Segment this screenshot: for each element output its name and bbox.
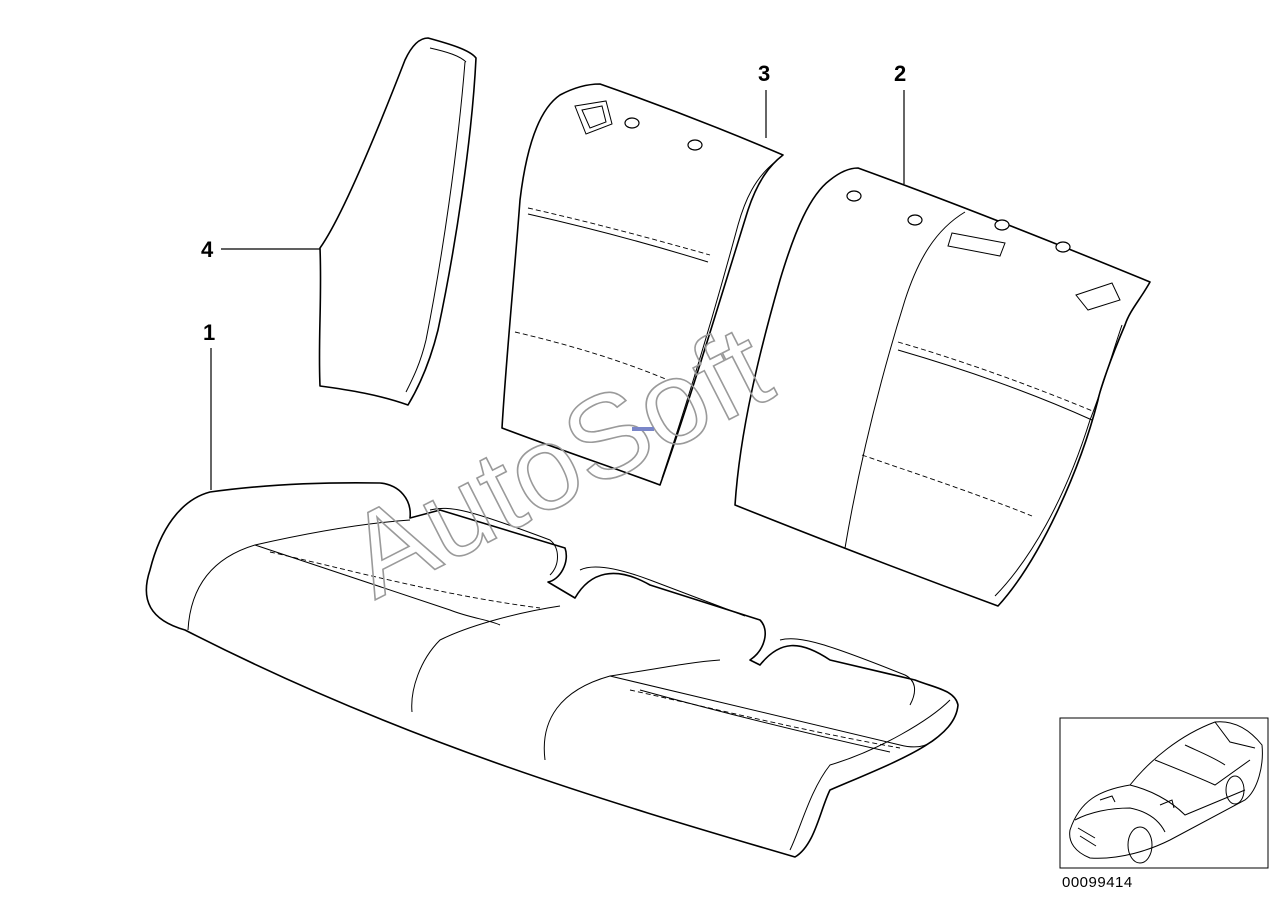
part-number: 00099414: [1062, 874, 1133, 891]
watermark-dash: [632, 427, 654, 431]
callout-1: 1: [203, 320, 215, 345]
callout-4: 4: [201, 237, 214, 262]
car-thumbnail: [1059, 717, 1269, 869]
right-backrest-part-2: [734, 167, 1151, 607]
callout-3: 3: [758, 61, 770, 86]
side-bolster-part-4: [318, 37, 477, 406]
left-backrest-part-3: [501, 83, 784, 486]
callout-labels: 1 2 3 4: [201, 61, 906, 345]
car-thumbnail-icon: [1069, 721, 1263, 864]
leader-lines: [210, 90, 905, 490]
seat-cushion-part-1: [145, 482, 959, 858]
callout-2: 2: [894, 61, 906, 86]
